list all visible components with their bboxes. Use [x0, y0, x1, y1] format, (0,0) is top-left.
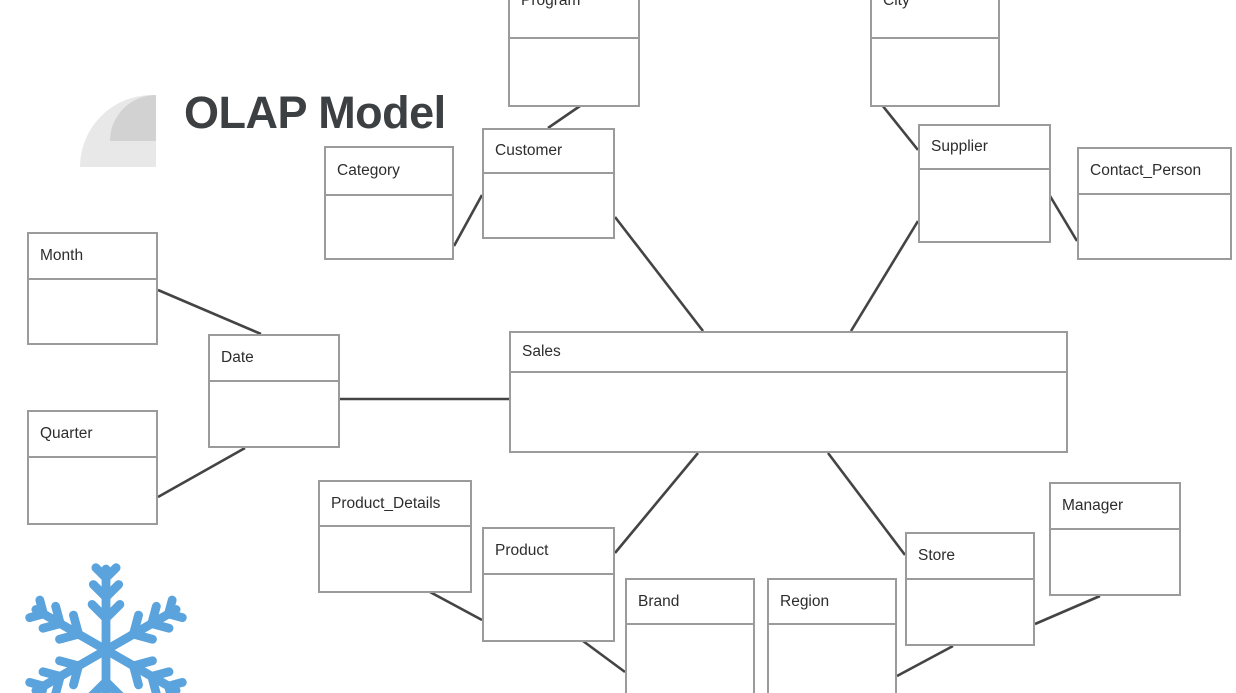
entity-attributes-compartment	[907, 580, 1033, 644]
entity-name-label: Contact_Person	[1079, 149, 1230, 195]
entity-box-city[interactable]: City	[870, 0, 1000, 107]
connector-month-to-date	[157, 288, 262, 336]
connector-program-to-customer	[547, 104, 581, 130]
connector-supplier-to-contact_person	[1048, 195, 1079, 242]
entity-attributes-compartment	[1079, 195, 1230, 258]
entity-name-label: Date	[210, 336, 338, 382]
entity-box-product[interactable]: Product	[482, 527, 615, 642]
connector-supplier-to-sales	[849, 220, 920, 332]
entity-box-contact_person[interactable]: Contact_Person	[1077, 147, 1232, 260]
entity-name-label: Customer	[484, 130, 613, 174]
entity-attributes-compartment	[326, 196, 452, 258]
snowflake-icon	[25, 563, 187, 693]
connector-sales-to-store	[826, 452, 907, 556]
entity-name-label: Region	[769, 580, 895, 625]
entity-attributes-compartment	[29, 458, 156, 523]
entity-attributes-compartment	[510, 39, 638, 105]
entity-name-label: Month	[29, 234, 156, 280]
entity-box-store[interactable]: Store	[905, 532, 1035, 646]
entity-attributes-compartment	[511, 373, 1066, 451]
connector-category-to-customer	[452, 194, 484, 247]
entity-name-label: Supplier	[920, 126, 1049, 170]
entity-box-program[interactable]: Program	[508, 0, 640, 107]
entity-name-label: Product	[484, 529, 613, 575]
entity-box-date[interactable]: Date	[208, 334, 340, 448]
snowflake-arm	[25, 595, 111, 655]
entity-box-brand[interactable]: Brand	[625, 578, 755, 693]
entity-name-label: Category	[326, 148, 452, 196]
page-title: OLAP Model	[184, 87, 446, 138]
entity-name-label: Product_Details	[320, 482, 470, 527]
connector-product-to-brand	[582, 639, 626, 674]
entity-name-label: City	[872, 0, 998, 39]
snowflake-arm	[101, 595, 187, 655]
entity-box-quarter[interactable]: Quarter	[27, 410, 158, 525]
entity-attributes-compartment	[920, 170, 1049, 241]
entity-name-label: Program	[510, 0, 638, 39]
entity-attributes-compartment	[29, 280, 156, 343]
snowflake-arm	[25, 645, 111, 693]
entity-box-category[interactable]: Category	[324, 146, 454, 260]
connector-city-to-supplier	[880, 104, 920, 151]
entity-box-region[interactable]: Region	[767, 578, 897, 693]
entity-attributes-compartment	[210, 382, 338, 446]
entity-name-label: Sales	[511, 333, 1066, 373]
entity-box-customer[interactable]: Customer	[482, 128, 615, 239]
connector-sales-to-product	[613, 452, 700, 554]
entity-box-product_details[interactable]: Product_Details	[318, 480, 472, 593]
entity-attributes-compartment	[872, 39, 998, 105]
connector-store-to-manager	[1034, 594, 1101, 626]
entity-attributes-compartment	[1051, 530, 1179, 594]
connector-product_details-to-product	[429, 590, 483, 622]
connector-customer-to-sales	[613, 216, 705, 332]
entity-box-manager[interactable]: Manager	[1049, 482, 1181, 596]
entity-attributes-compartment	[320, 527, 470, 591]
entity-box-sales[interactable]: Sales	[509, 331, 1068, 453]
connector-store-to-region	[896, 644, 954, 678]
entity-attributes-compartment	[484, 174, 613, 237]
connector-quarter-to-date	[157, 446, 246, 499]
entity-attributes-compartment	[627, 625, 753, 693]
quarter-circle-logo-icon	[80, 95, 156, 167]
entity-name-label: Manager	[1051, 484, 1179, 530]
entity-name-label: Quarter	[29, 412, 156, 458]
entity-box-supplier[interactable]: Supplier	[918, 124, 1051, 243]
snowflake-arm	[88, 645, 124, 693]
snowflake-arm	[87, 563, 125, 655]
entity-box-month[interactable]: Month	[27, 232, 158, 345]
snowflake-arm	[101, 645, 187, 693]
entity-attributes-compartment	[769, 625, 895, 693]
entity-name-label: Brand	[627, 580, 753, 625]
entity-attributes-compartment	[484, 575, 613, 640]
entity-name-label: Store	[907, 534, 1033, 580]
